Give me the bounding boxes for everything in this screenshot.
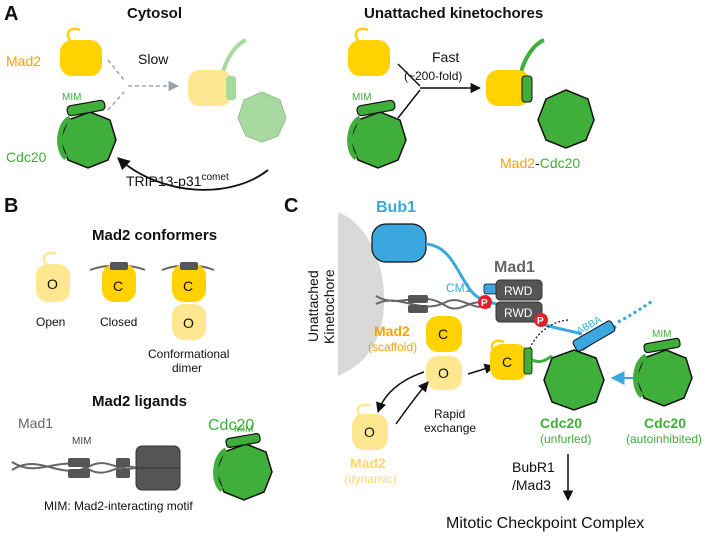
cdc20-autoinhibited-icon: MIM [57, 92, 117, 169]
kinetochore-line-2: Kinetochore [321, 269, 337, 344]
cdc20-unfurled-label-2: (unfurled) [540, 432, 591, 446]
product-mad2-label: Mad2 [500, 155, 535, 171]
open-glyph: O [47, 276, 58, 292]
phospho-site-2: P [534, 313, 548, 327]
conformers-title: Mad2 conformers [92, 227, 217, 244]
ligands-title: Mad2 ligands [92, 393, 187, 410]
conformational-dimer-icon: C O [161, 262, 215, 340]
product-label: Mad2-Cdc20 [500, 155, 580, 171]
kt-mad2-open-icon [348, 27, 390, 76]
open-conformer-icon: O [36, 251, 70, 302]
kinetochores-title: Unattached kinetochores [364, 5, 543, 22]
cdc20-unfurled-label-1: Cdc20 [540, 415, 582, 431]
mad1-label: Mad1 [494, 259, 535, 276]
dynamic-mad2-open-icon: O [352, 403, 388, 450]
bub1-linker [425, 242, 583, 336]
fast-arrow [397, 63, 482, 119]
cytosol-title: Cytosol [127, 5, 182, 22]
mad1-rwd-domains: RWD RWD [495, 279, 543, 323]
bub1-label: Bub1 [376, 199, 416, 216]
ligand-cdc20-mim: MIM [234, 424, 253, 435]
kt-mim-label: MIM [352, 92, 371, 103]
dimer-label-1: Conformational [148, 347, 229, 361]
mad2-open-icon [60, 27, 102, 76]
unfurled-cdc20-icon: ABBA [523, 314, 617, 411]
scaffold-mad2-open-icon: O [426, 356, 462, 390]
cytosol-section: Cytosol Mad2 Cdc20 MIM Slow [6, 5, 287, 191]
product-dash: - [535, 155, 540, 171]
cm1-label: CM1 [446, 281, 472, 295]
ligand-cdc20-icon: MIM [213, 424, 273, 501]
cdc20-auto-label-2: (autoinhibited) [626, 432, 702, 446]
dimer-label-2: dimer [172, 361, 202, 375]
product-cdc20-label: Cdc20 [540, 155, 581, 171]
bound-closed-glyph: C [502, 354, 512, 370]
bub1-domain-icon [371, 223, 427, 263]
recycle-label-sup: comet [201, 172, 228, 183]
slow-label: Slow [138, 51, 169, 67]
rapid-label-1: Rapid [434, 407, 465, 421]
panel-c-letter: C [284, 195, 298, 217]
panel-a: A Cytosol Mad2 Cdc20 MIM Slow [4, 3, 595, 191]
rwd-label-2: RWD [504, 306, 533, 320]
autoinhibited-cdc20-icon: MIM [633, 329, 693, 407]
closed-conformer-icon: C [89, 262, 146, 302]
recycle-label: TRIP13-p31comet [126, 172, 229, 189]
closed-glyph: C [113, 278, 123, 294]
exchange-arrow-in [395, 381, 429, 425]
mad2-scaffold-label-2: (scaffold) [368, 340, 417, 354]
mad2-closed-bound-icon: C [490, 339, 528, 380]
dynamic-open-glyph: O [364, 424, 375, 440]
faded-complex-icon [188, 38, 287, 143]
panel-c: C Unattached Kinetochore Bub1 CM1 Mad1 R… [284, 195, 702, 532]
cdc20-auto-label-1: Cdc20 [644, 415, 686, 431]
kinetochore-section: Unattached kinetochores MIM Fast (~200-f… [347, 5, 595, 171]
scaffold-closed-glyph: C [438, 326, 448, 342]
bubr1-label-2: /Mad3 [512, 477, 551, 493]
scaffold-open-glyph: O [438, 365, 449, 381]
cytosol-mim-label: MIM [62, 92, 81, 103]
dimer-open-glyph: O [183, 315, 194, 331]
kt-cdc20-icon: MIM [347, 92, 407, 169]
p-label-2: P [537, 316, 544, 327]
rapid-label-2: exchange [424, 421, 476, 435]
to-complex-arrow [467, 363, 496, 375]
ligand-mim-label: MIM [72, 436, 91, 447]
exchange-arrow-out [376, 371, 425, 413]
cytosol-mad2-label: Mad2 [6, 53, 41, 69]
bubr1-label-1: BubR1 [512, 459, 555, 475]
mad2-cdc20-complex-icon [486, 38, 595, 149]
ligand-mad1-label: Mad1 [18, 415, 53, 431]
mad2-dynamic-label-2: (dynamic) [344, 472, 397, 486]
phospho-site-1: P [478, 295, 492, 309]
mad1-coiled-coil-icon [11, 445, 181, 491]
recycle-arrow [117, 157, 269, 191]
recycle-label-main: TRIP13-p31 [126, 173, 202, 189]
mad1-coiled-coil-c [375, 283, 497, 313]
panel-b: B Mad2 conformers O Open C Closed C O Co… [4, 195, 273, 513]
rwd-label-1: RWD [504, 284, 533, 298]
panel-b-letter: B [4, 195, 18, 217]
fast-label: Fast [432, 49, 459, 65]
mim-footnote: MIM: Mad2-interacting motif [44, 499, 193, 513]
ligand-cdc20-label: Cdc20 [208, 417, 254, 434]
closed-label: Closed [100, 315, 137, 329]
slow-arrow [107, 59, 180, 111]
kinetochore-line-1: Unattached [305, 270, 321, 342]
bub1-dotted-extension [617, 298, 655, 324]
panel-a-letter: A [4, 3, 18, 25]
scaffold-mad2-closed-icon: C [426, 316, 462, 352]
cytosol-cdc20-label: Cdc20 [6, 149, 47, 165]
auto-mim-label: MIM [652, 329, 671, 340]
p-label-1: P [481, 298, 488, 309]
open-label: Open [36, 315, 65, 329]
fold-label: (~200-fold) [404, 69, 462, 83]
kinetochore-label: Unattached Kinetochore [305, 269, 337, 344]
mcc-label: Mitotic Checkpoint Complex [446, 515, 644, 532]
mad2-scaffold-label-1: Mad2 [374, 323, 410, 339]
mad2-dynamic-label-1: Mad2 [350, 455, 386, 471]
dimer-closed-glyph: C [183, 278, 193, 294]
